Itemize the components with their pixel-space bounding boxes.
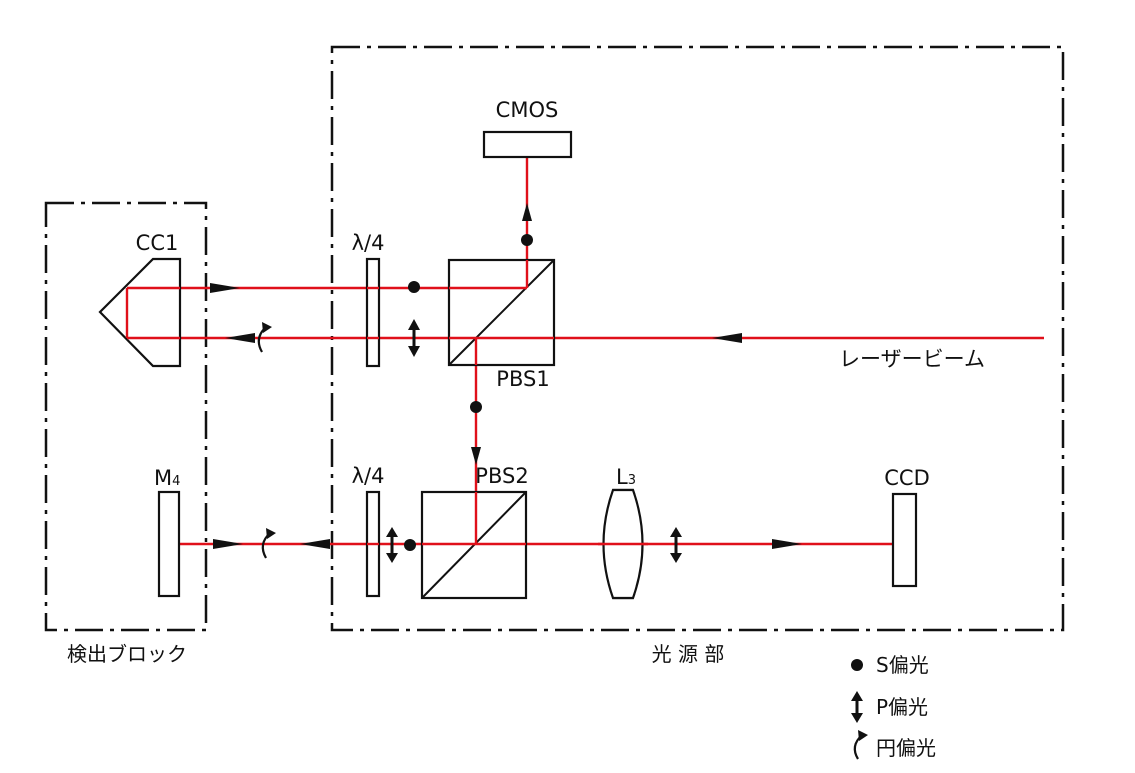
arrow-up-to-cmos <box>522 203 532 221</box>
p-pol-mark-upper <box>408 319 420 357</box>
legend-s-pol-dot <box>851 659 863 671</box>
c-pol-mark-upper <box>257 322 272 353</box>
circular-polarization-marks <box>257 322 276 559</box>
pbs2-label: PBS2 <box>475 464 528 488</box>
p-pol-mark-lower <box>386 527 398 563</box>
p-polarization-marks <box>386 319 682 563</box>
s-pol-dot-lower <box>404 539 416 551</box>
cc1-corner-cube <box>98 257 182 368</box>
m4-label-sub: 4 <box>172 474 180 489</box>
l3-label: L3 <box>616 465 636 489</box>
l3-label-main: L <box>616 465 628 489</box>
detection-block-outline <box>44 201 208 632</box>
legend-p-pol-mark <box>851 691 863 723</box>
quarter-wave-plate-top <box>365 257 381 368</box>
m4-label: M4 <box>154 466 180 490</box>
legend-c-pol-label: 円偏光 <box>876 736 936 760</box>
m4-label-main: M <box>154 466 172 490</box>
cmos-label: CMOS <box>496 98 559 122</box>
p-pol-mark-l3 <box>670 527 682 563</box>
legend: S偏光 P偏光 円偏光 <box>851 653 936 760</box>
cmos-sensor <box>482 130 573 159</box>
legend-p-pol-label: P偏光 <box>876 695 928 719</box>
arrow-right-m4-beam <box>213 539 243 549</box>
s-pol-dot-pbs1-down <box>470 401 482 413</box>
arrow-left-input-beam <box>712 333 742 343</box>
cc1-label: CC1 <box>136 231 179 255</box>
direction-arrows <box>210 203 802 549</box>
pbs1-label: PBS1 <box>496 367 549 391</box>
s-pol-dot-upper <box>408 281 420 293</box>
qwp-bottom-label: λ/4 <box>352 464 385 488</box>
laser-beam-label: レーザービーム <box>839 347 985 371</box>
m4-mirror <box>157 490 181 598</box>
s-polarization-marks <box>404 234 533 551</box>
legend-c-pol-mark <box>853 730 868 760</box>
ccd-sensor <box>891 492 918 588</box>
s-pol-dot-cmos <box>521 234 533 246</box>
qwp-top-label: λ/4 <box>352 231 385 255</box>
arrow-left-to-m4 <box>300 539 330 549</box>
detection-block-label: 検出ブロック <box>67 642 187 666</box>
arrow-left-lower-beam <box>225 333 255 343</box>
c-pol-mark-lower <box>261 528 276 559</box>
arrow-down-to-pbs2 <box>471 447 481 465</box>
light-source-block-label: 光 源 部 <box>652 642 725 666</box>
arrow-right-upper-beam <box>210 283 240 293</box>
ccd-label: CCD <box>884 466 930 490</box>
l3-label-sub: 3 <box>628 473 636 488</box>
pbs1-split-surface <box>448 259 555 366</box>
legend-s-pol-label: S偏光 <box>876 653 929 677</box>
arrow-right-to-ccd <box>772 539 802 549</box>
